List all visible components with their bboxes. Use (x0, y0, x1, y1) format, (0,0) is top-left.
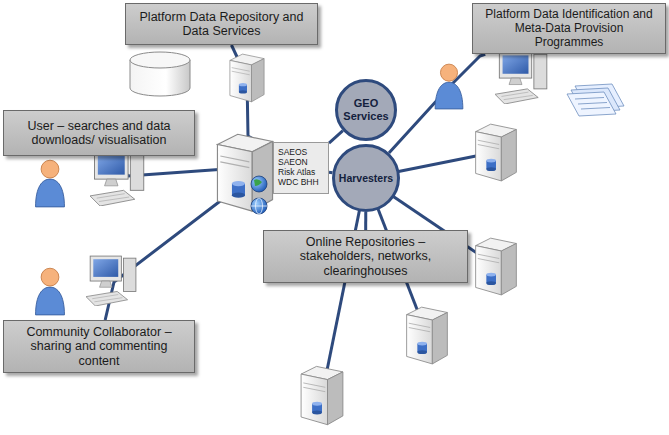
role-box: User – searches and data downloads/ visu… (3, 110, 195, 156)
connector (329, 171, 332, 175)
node-text: Online Repositories – stakeholders, netw… (270, 235, 461, 278)
node-text: User – searches and data downloads/ visu… (10, 119, 188, 148)
computer-icon (86, 256, 136, 306)
computer-icon (90, 152, 144, 206)
document-stack (567, 84, 624, 116)
repository-server (230, 54, 264, 102)
globe-icons (251, 176, 267, 214)
node-text: Platform Data Repository and Data Servic… (132, 10, 311, 39)
database-cylinder (130, 52, 190, 96)
repository-server (476, 238, 517, 295)
node-text: GEO Services (335, 97, 397, 122)
role-box: Community Collaborator – sharing and com… (3, 320, 195, 373)
repository-server (301, 366, 343, 424)
person-icon (435, 64, 463, 109)
node-text: SAEON (278, 158, 324, 168)
person-icon (36, 160, 65, 207)
portal-list-box: SAEOSSAEONRisk AtlasWDC BHH (273, 142, 329, 194)
node-text: WDC BHH (278, 178, 324, 188)
node-text: Community Collaborator – sharing and com… (10, 325, 188, 368)
repository-box: Online Repositories – stakeholders, netw… (263, 230, 468, 283)
person-icon (36, 268, 65, 315)
connector (389, 54, 485, 153)
service-box: Platform Data Identification and Meta-Da… (472, 3, 666, 54)
node-text: Platform Data Identification and Meta-Da… (479, 8, 659, 49)
repository-server (407, 307, 448, 364)
service-circle: GEO Services (335, 79, 397, 141)
node-text: SAEOS (278, 148, 324, 158)
node-text: Harvesters (339, 172, 393, 184)
service-circle: Harvesters (332, 144, 400, 212)
repository-server (476, 124, 517, 181)
connector (364, 212, 367, 230)
service-box: Platform Data Repository and Data Servic… (125, 3, 318, 45)
node-text: Risk Atlas (278, 168, 324, 178)
computer-icon (495, 52, 547, 104)
circle-shape (334, 146, 399, 211)
connector (329, 131, 343, 143)
